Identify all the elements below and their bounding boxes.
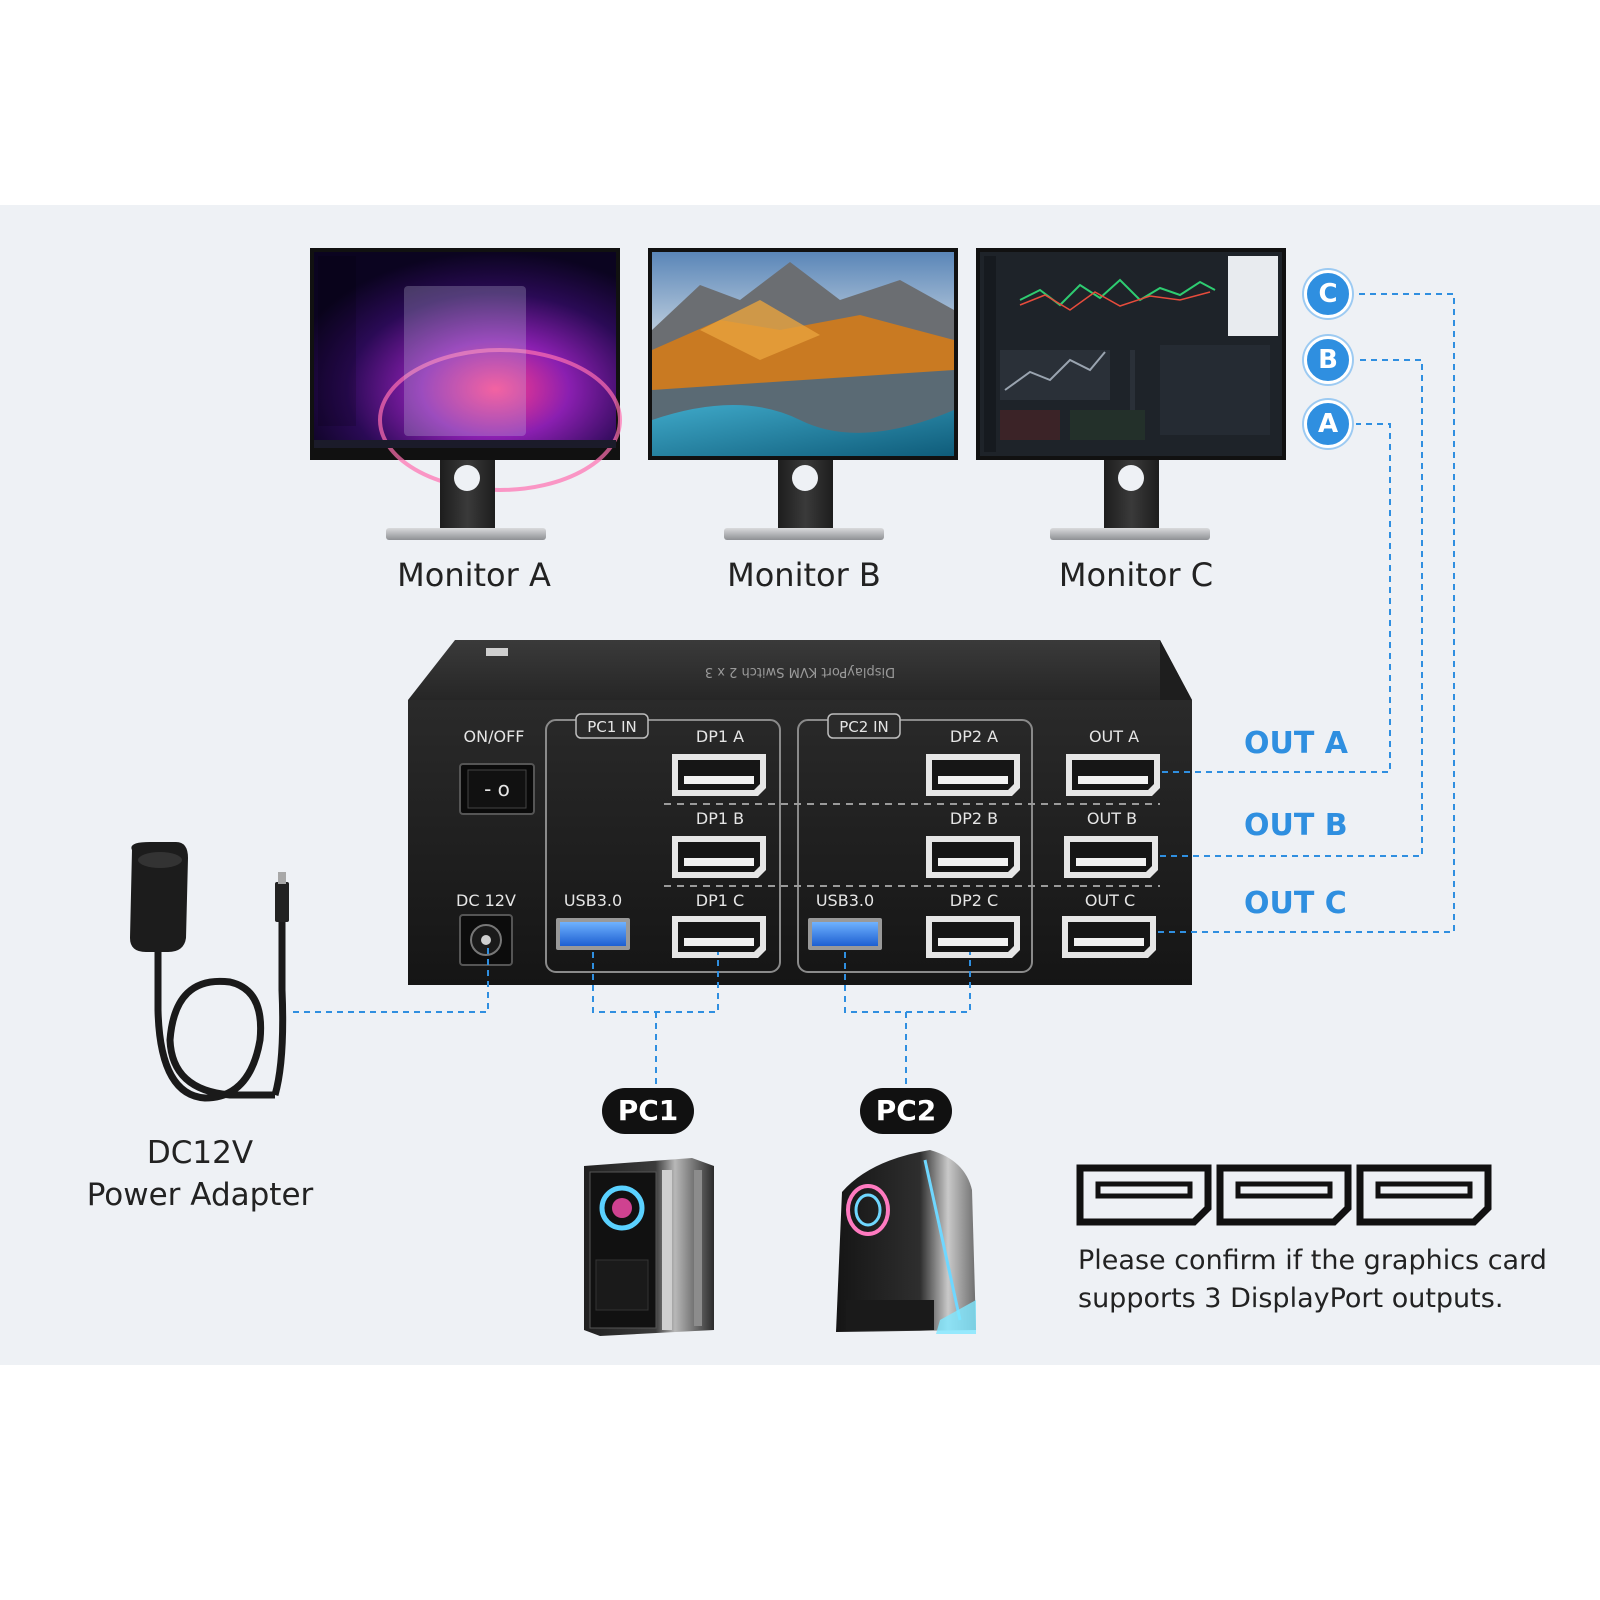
dp-port-icon [1216, 1164, 1352, 1226]
dc-port-label: DC 12V [456, 891, 516, 910]
dp2-c-port [926, 916, 1020, 958]
power-switch-symbol: - o [484, 777, 510, 801]
power-adapter-label: DC12V Power Adapter [80, 1132, 320, 1216]
dp-port-icons [1076, 1164, 1492, 1226]
switch-labels: ON/OFF - o DC 12V PC1 IN PC2 IN DP1 A DP… [456, 664, 1139, 910]
dp1-c-label: DP1 C [696, 891, 744, 910]
power-adapter [130, 842, 289, 1102]
dp2-c-label: DP2 C [950, 891, 998, 910]
dp2-b-label: DP2 B [950, 809, 998, 828]
dp2-a-port [926, 754, 1020, 796]
dp1-a-label: DP1 A [696, 727, 744, 746]
usb-port-pc1 [556, 918, 630, 950]
dp1-b-port [672, 836, 766, 878]
connection-lines [290, 293, 1455, 1088]
switch-title: DisplayPort KVM Switch 2 x 3 [705, 664, 895, 679]
out-c-port [1062, 916, 1156, 958]
dp1-c-port [672, 916, 766, 958]
adapter-line2: Power Adapter [86, 1177, 314, 1213]
pc2-group-label: PC2 IN [839, 718, 888, 736]
pc1-tower [584, 1158, 714, 1336]
power-switch-label: ON/OFF [464, 727, 525, 746]
pc1-group-label: PC1 IN [587, 718, 636, 736]
selector-b-badge: B [1304, 336, 1352, 384]
out-b-port-label: OUT B [1087, 809, 1137, 828]
out-b-port [1064, 836, 1158, 878]
out-c-port-label: OUT C [1085, 891, 1135, 910]
displayport-ports [672, 754, 1160, 958]
monitor-a [310, 248, 622, 540]
graphics-card-note: Please confirm if the graphics card supp… [1078, 1245, 1547, 1314]
adapter-line1: DC12V [146, 1135, 254, 1171]
out-a-port-label: OUT A [1089, 727, 1139, 746]
monitor-b-label: Monitor B [727, 556, 881, 594]
out-a-label: OUT A [1244, 726, 1348, 761]
selector-a-badge: A [1304, 400, 1352, 448]
pc2-badge: PC2 [860, 1088, 952, 1134]
dp1-b-label: DP1 B [696, 809, 744, 828]
usb-pc1-label: USB3.0 [564, 891, 622, 910]
pc1-badge: PC1 [602, 1088, 694, 1134]
dp-port-icon [1356, 1164, 1492, 1226]
out-a-port [1066, 754, 1160, 796]
dp2-a-label: DP2 A [950, 727, 998, 746]
monitor-c [976, 248, 1286, 540]
usb-port-pc2 [808, 918, 882, 950]
dp1-a-port [672, 754, 766, 796]
out-c-label: OUT C [1244, 886, 1347, 921]
monitor-b [648, 248, 958, 540]
monitor-c-label: Monitor C [1058, 556, 1214, 594]
usb-pc2-label: USB3.0 [816, 891, 874, 910]
dp2-b-port [926, 836, 1020, 878]
dp-port-icon [1076, 1164, 1212, 1226]
pc2-tower [836, 1150, 976, 1334]
out-b-label: OUT B [1244, 808, 1348, 843]
monitor-a-label: Monitor A [397, 556, 551, 594]
selector-c-badge: C [1304, 270, 1352, 318]
kvm-switch [408, 640, 1192, 985]
